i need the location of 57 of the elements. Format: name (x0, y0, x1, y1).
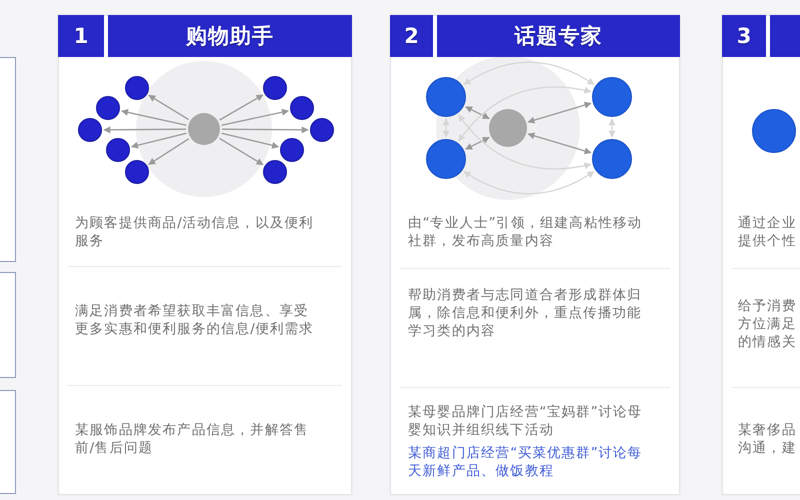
member-circle (263, 160, 287, 184)
member-circle (125, 76, 149, 100)
arrow (121, 108, 187, 126)
member-circle (106, 138, 130, 162)
title-header: 购物助手 (108, 15, 352, 57)
arrow (442, 118, 450, 138)
arrow (465, 136, 490, 150)
member-circle (426, 77, 466, 117)
arrow (464, 170, 594, 194)
example-text: 某服饰品牌发布产品信息，并解答售前/售后问题 (75, 421, 310, 457)
member-circle (592, 139, 632, 179)
member-circle (263, 76, 287, 100)
column-card (390, 15, 680, 495)
number-header: 2 (390, 15, 433, 57)
description-text: 为顾客提供商品/活动信息，以及便利服务 (75, 214, 315, 250)
member-circle (752, 109, 796, 153)
arrow (527, 102, 592, 124)
member-circle (310, 118, 334, 142)
member-circle (592, 77, 632, 117)
description-text: 由“专业人士”引领，组建高粘性移动社群，发布高质量内容 (408, 214, 644, 250)
example-text: 某奢侈品沟通，建 (738, 421, 798, 457)
arrow (458, 86, 592, 142)
member-circle (78, 118, 102, 142)
member-circle (280, 138, 304, 162)
arrow (458, 114, 592, 170)
arrow (527, 132, 592, 154)
arrow (222, 126, 309, 134)
column-card (722, 15, 800, 495)
member-circle (290, 96, 314, 120)
example-text: 某母婴品牌门店经营“宝妈群”讨论母婴知识并组织线下活动 (408, 403, 644, 439)
row-frame (0, 57, 16, 262)
arrow (219, 138, 264, 166)
arrow (103, 126, 186, 134)
column-card (58, 15, 352, 495)
arrow (221, 108, 289, 126)
title-header (770, 15, 800, 57)
number-header: 3 (722, 15, 766, 57)
arrow (608, 118, 616, 138)
member-circle (426, 139, 466, 179)
arrow (148, 94, 189, 120)
member-circle (125, 160, 149, 184)
arrow (221, 132, 280, 149)
arrow (219, 94, 264, 121)
description-text: 帮助消费者与志同道合者形成群体归属，除信息和便利外，重点传播功能学习类的内容 (408, 286, 643, 340)
number-header: 1 (58, 15, 104, 57)
arrow (148, 138, 190, 165)
description-text: 满足消费者希望获取丰富信息、享受更多实惠和便利服务的信息/便利需求 (75, 302, 315, 338)
description-text: 通过企业提供个性 (738, 214, 798, 250)
description-text: 给予消费方位满足的情感关 (738, 297, 798, 351)
example-text: 某商超门店经营“买菜优惠群”讨论每天新鲜产品、做饭教程 (408, 444, 644, 480)
arrow (465, 106, 490, 120)
arrow (464, 62, 594, 86)
row-frame (0, 390, 16, 494)
arrow (130, 132, 187, 149)
row-frame (0, 272, 16, 378)
member-circle (96, 96, 120, 120)
title-header: 话题专家 (437, 15, 680, 57)
